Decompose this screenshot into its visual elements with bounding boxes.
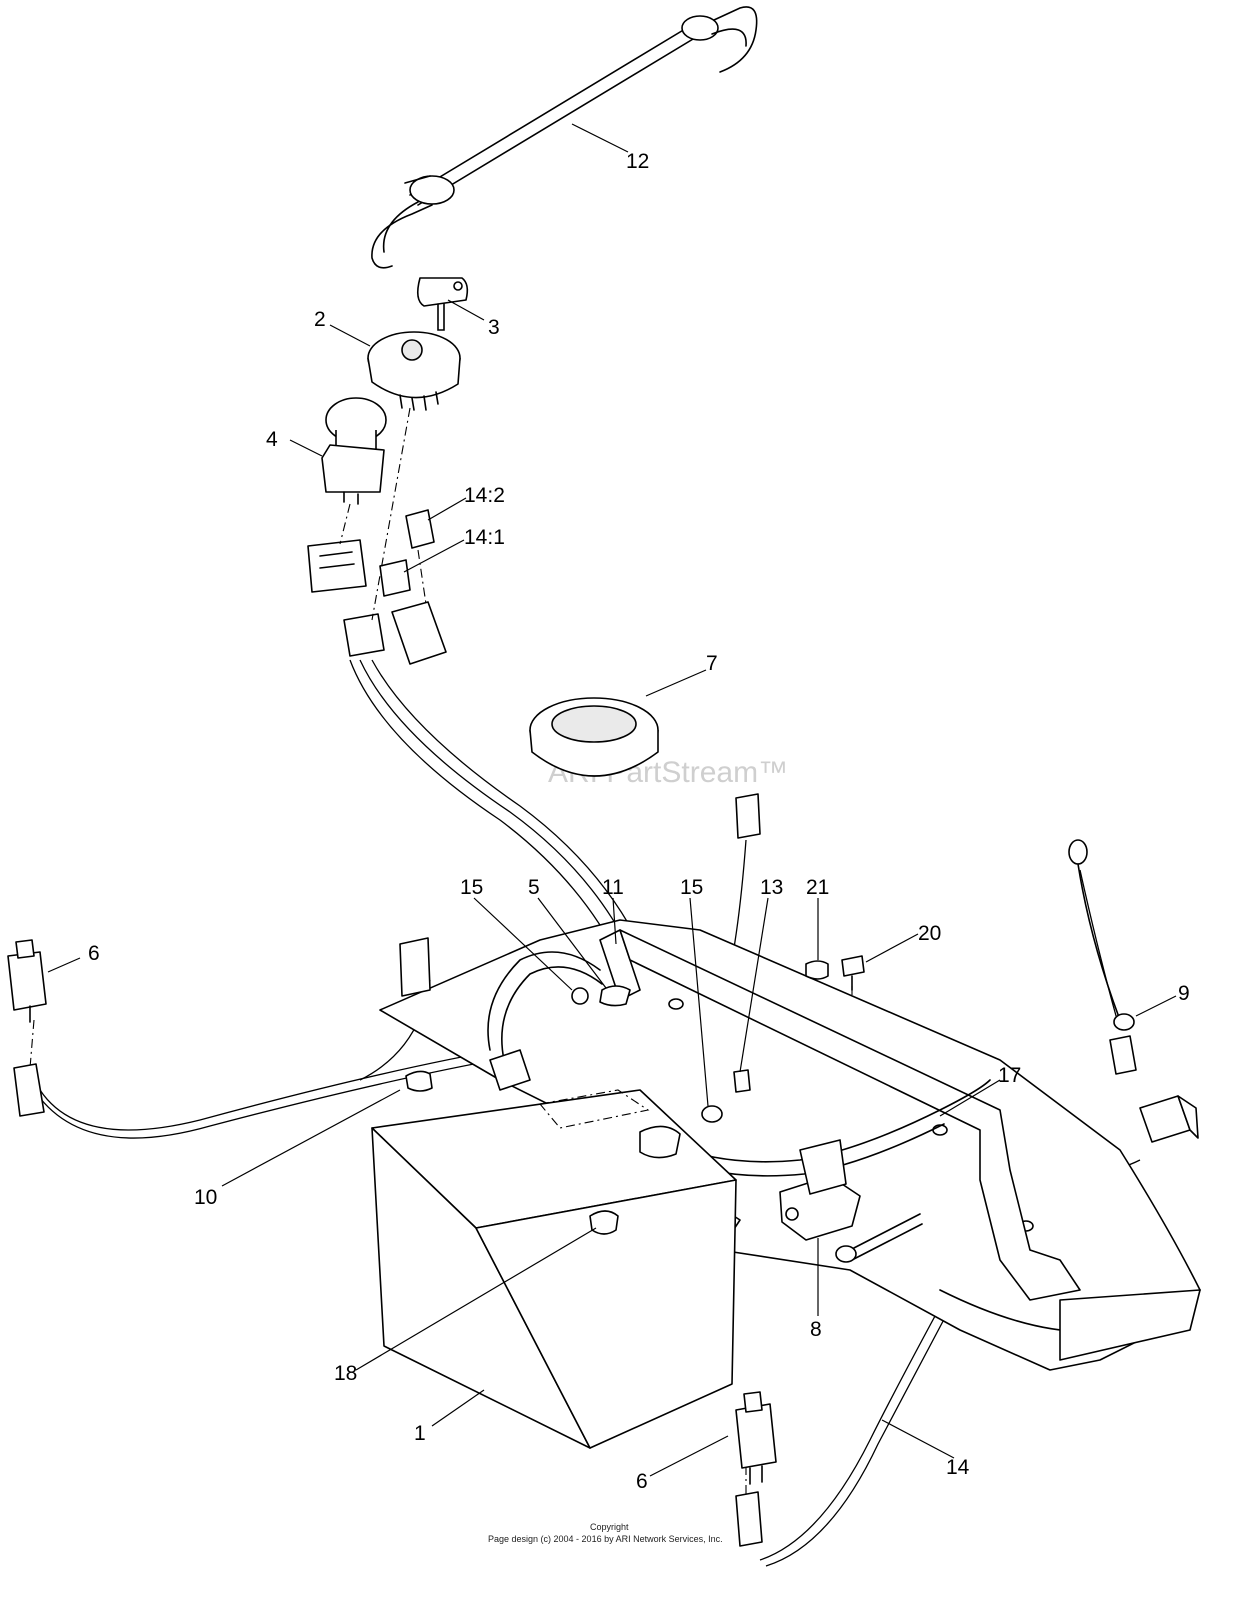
pto-switch-part	[321, 397, 387, 505]
callout-15-right: 15	[680, 876, 703, 899]
callout-10: 10	[194, 1186, 217, 1209]
switch-part-bottom	[735, 1391, 777, 1547]
hook-rod-part	[371, 6, 758, 269]
callout-2: 2	[314, 308, 326, 331]
callout-5: 5	[528, 876, 540, 899]
ground-wire-part	[1068, 839, 1137, 1075]
bracket-part	[599, 929, 1081, 1301]
right-connector-part	[1139, 1095, 1199, 1143]
leader-lines	[47, 123, 1177, 1477]
battery-part	[371, 1089, 737, 1449]
callout-6-left: 6	[88, 942, 100, 965]
callout-6-bottom: 6	[636, 1470, 648, 1493]
callout-1: 1	[414, 1422, 426, 1445]
callout-labels: 12 3 2 4 14:2 14:1 7 15 5 11 15 13 21 20…	[88, 150, 1190, 1493]
harness-connector-part	[399, 793, 761, 997]
callout-21: 21	[806, 876, 829, 899]
copyright-line-2: Page design (c) 2004 - 2016 by ARI Netwo…	[488, 1534, 723, 1544]
fuse-parts	[379, 509, 435, 597]
callout-9: 9	[1178, 982, 1190, 1005]
copyright-line-1: Copyright	[590, 1522, 629, 1532]
callout-12: 12	[626, 150, 649, 173]
callout-3: 3	[488, 316, 500, 339]
callout-13: 13	[760, 876, 783, 899]
callout-8: 8	[810, 1318, 822, 1341]
callout-15-left: 15	[460, 876, 483, 899]
callout-7: 7	[706, 652, 718, 675]
connector-parts	[307, 539, 447, 665]
ignition-switch-part	[367, 331, 461, 411]
switch-part-left	[7, 939, 47, 1117]
ignition-key-part	[416, 277, 469, 331]
mounting-plate-part	[379, 919, 1201, 1371]
callout-20: 20	[918, 922, 941, 945]
hardware-parts	[405, 985, 751, 1123]
callout-14-1: 14:1	[464, 526, 505, 549]
button-cap-part	[529, 697, 659, 777]
callout-14-2: 14:2	[464, 484, 505, 507]
bolt-part	[805, 955, 865, 991]
callout-11: 11	[602, 876, 624, 899]
callout-4: 4	[266, 428, 278, 451]
callout-14: 14	[946, 1456, 970, 1479]
solenoid-part	[779, 1139, 861, 1241]
callout-17: 17	[998, 1064, 1021, 1087]
callout-18: 18	[334, 1362, 357, 1385]
